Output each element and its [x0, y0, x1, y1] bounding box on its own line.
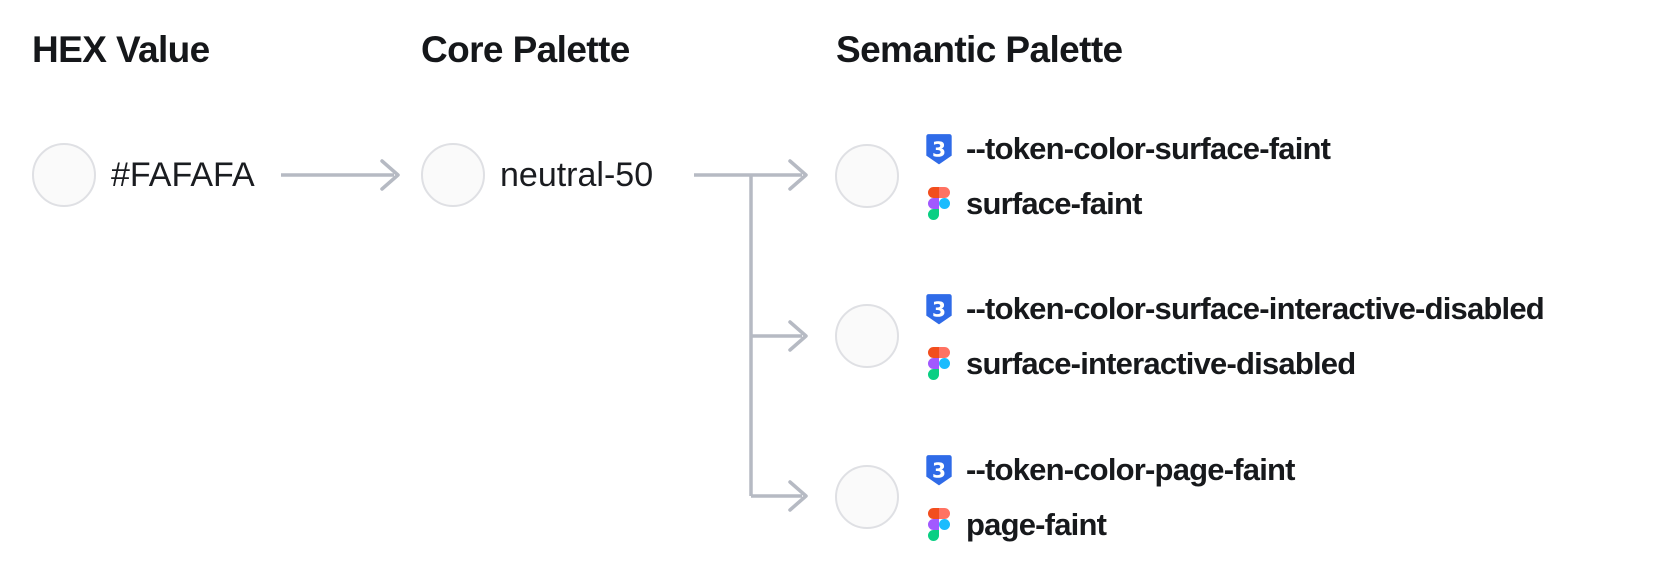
semantic-token-entry: 3 --token-color-surface-interactive-disa… — [835, 280, 1545, 392]
semantic-color-swatch — [835, 144, 899, 208]
css-variable-label: --token-color-page-faint — [966, 451, 1295, 487]
svg-text:3: 3 — [932, 458, 946, 482]
figma-token-label: page-faint — [966, 506, 1107, 542]
css3-icon: 3 — [925, 293, 953, 325]
hex-node: #FAFAFA — [32, 143, 255, 207]
css3-icon: 3 — [925, 133, 953, 165]
svg-text:3: 3 — [932, 137, 946, 161]
semantic-token-entry: 3 --token-color-page-faint page-faint — [835, 441, 1295, 553]
hex-value-label: #FAFAFA — [111, 155, 255, 194]
core-palette-heading: Core Palette — [421, 29, 630, 70]
semantic-token-entry: 3 --token-color-surface-faint surface-fa… — [835, 120, 1331, 232]
core-color-swatch — [421, 143, 485, 207]
figma-icon — [925, 347, 953, 380]
figma-token-label: surface-faint — [966, 185, 1142, 221]
core-palette-node: neutral-50 — [421, 143, 653, 207]
hex-color-swatch — [32, 143, 96, 207]
core-palette-label: neutral-50 — [500, 155, 654, 194]
hex-value-heading: HEX Value — [32, 29, 210, 70]
figma-icon — [925, 508, 953, 541]
svg-text:3: 3 — [932, 297, 946, 321]
semantic-color-swatch — [835, 304, 899, 368]
css-variable-label: --token-color-surface-interactive-disabl… — [966, 290, 1545, 326]
css3-icon: 3 — [925, 454, 953, 486]
figma-token-label: surface-interactive-disabled — [966, 345, 1356, 381]
figma-icon — [925, 187, 953, 220]
semantic-color-swatch — [835, 465, 899, 529]
css-variable-label: --token-color-surface-faint — [966, 130, 1331, 166]
semantic-palette-heading: Semantic Palette — [836, 29, 1123, 70]
